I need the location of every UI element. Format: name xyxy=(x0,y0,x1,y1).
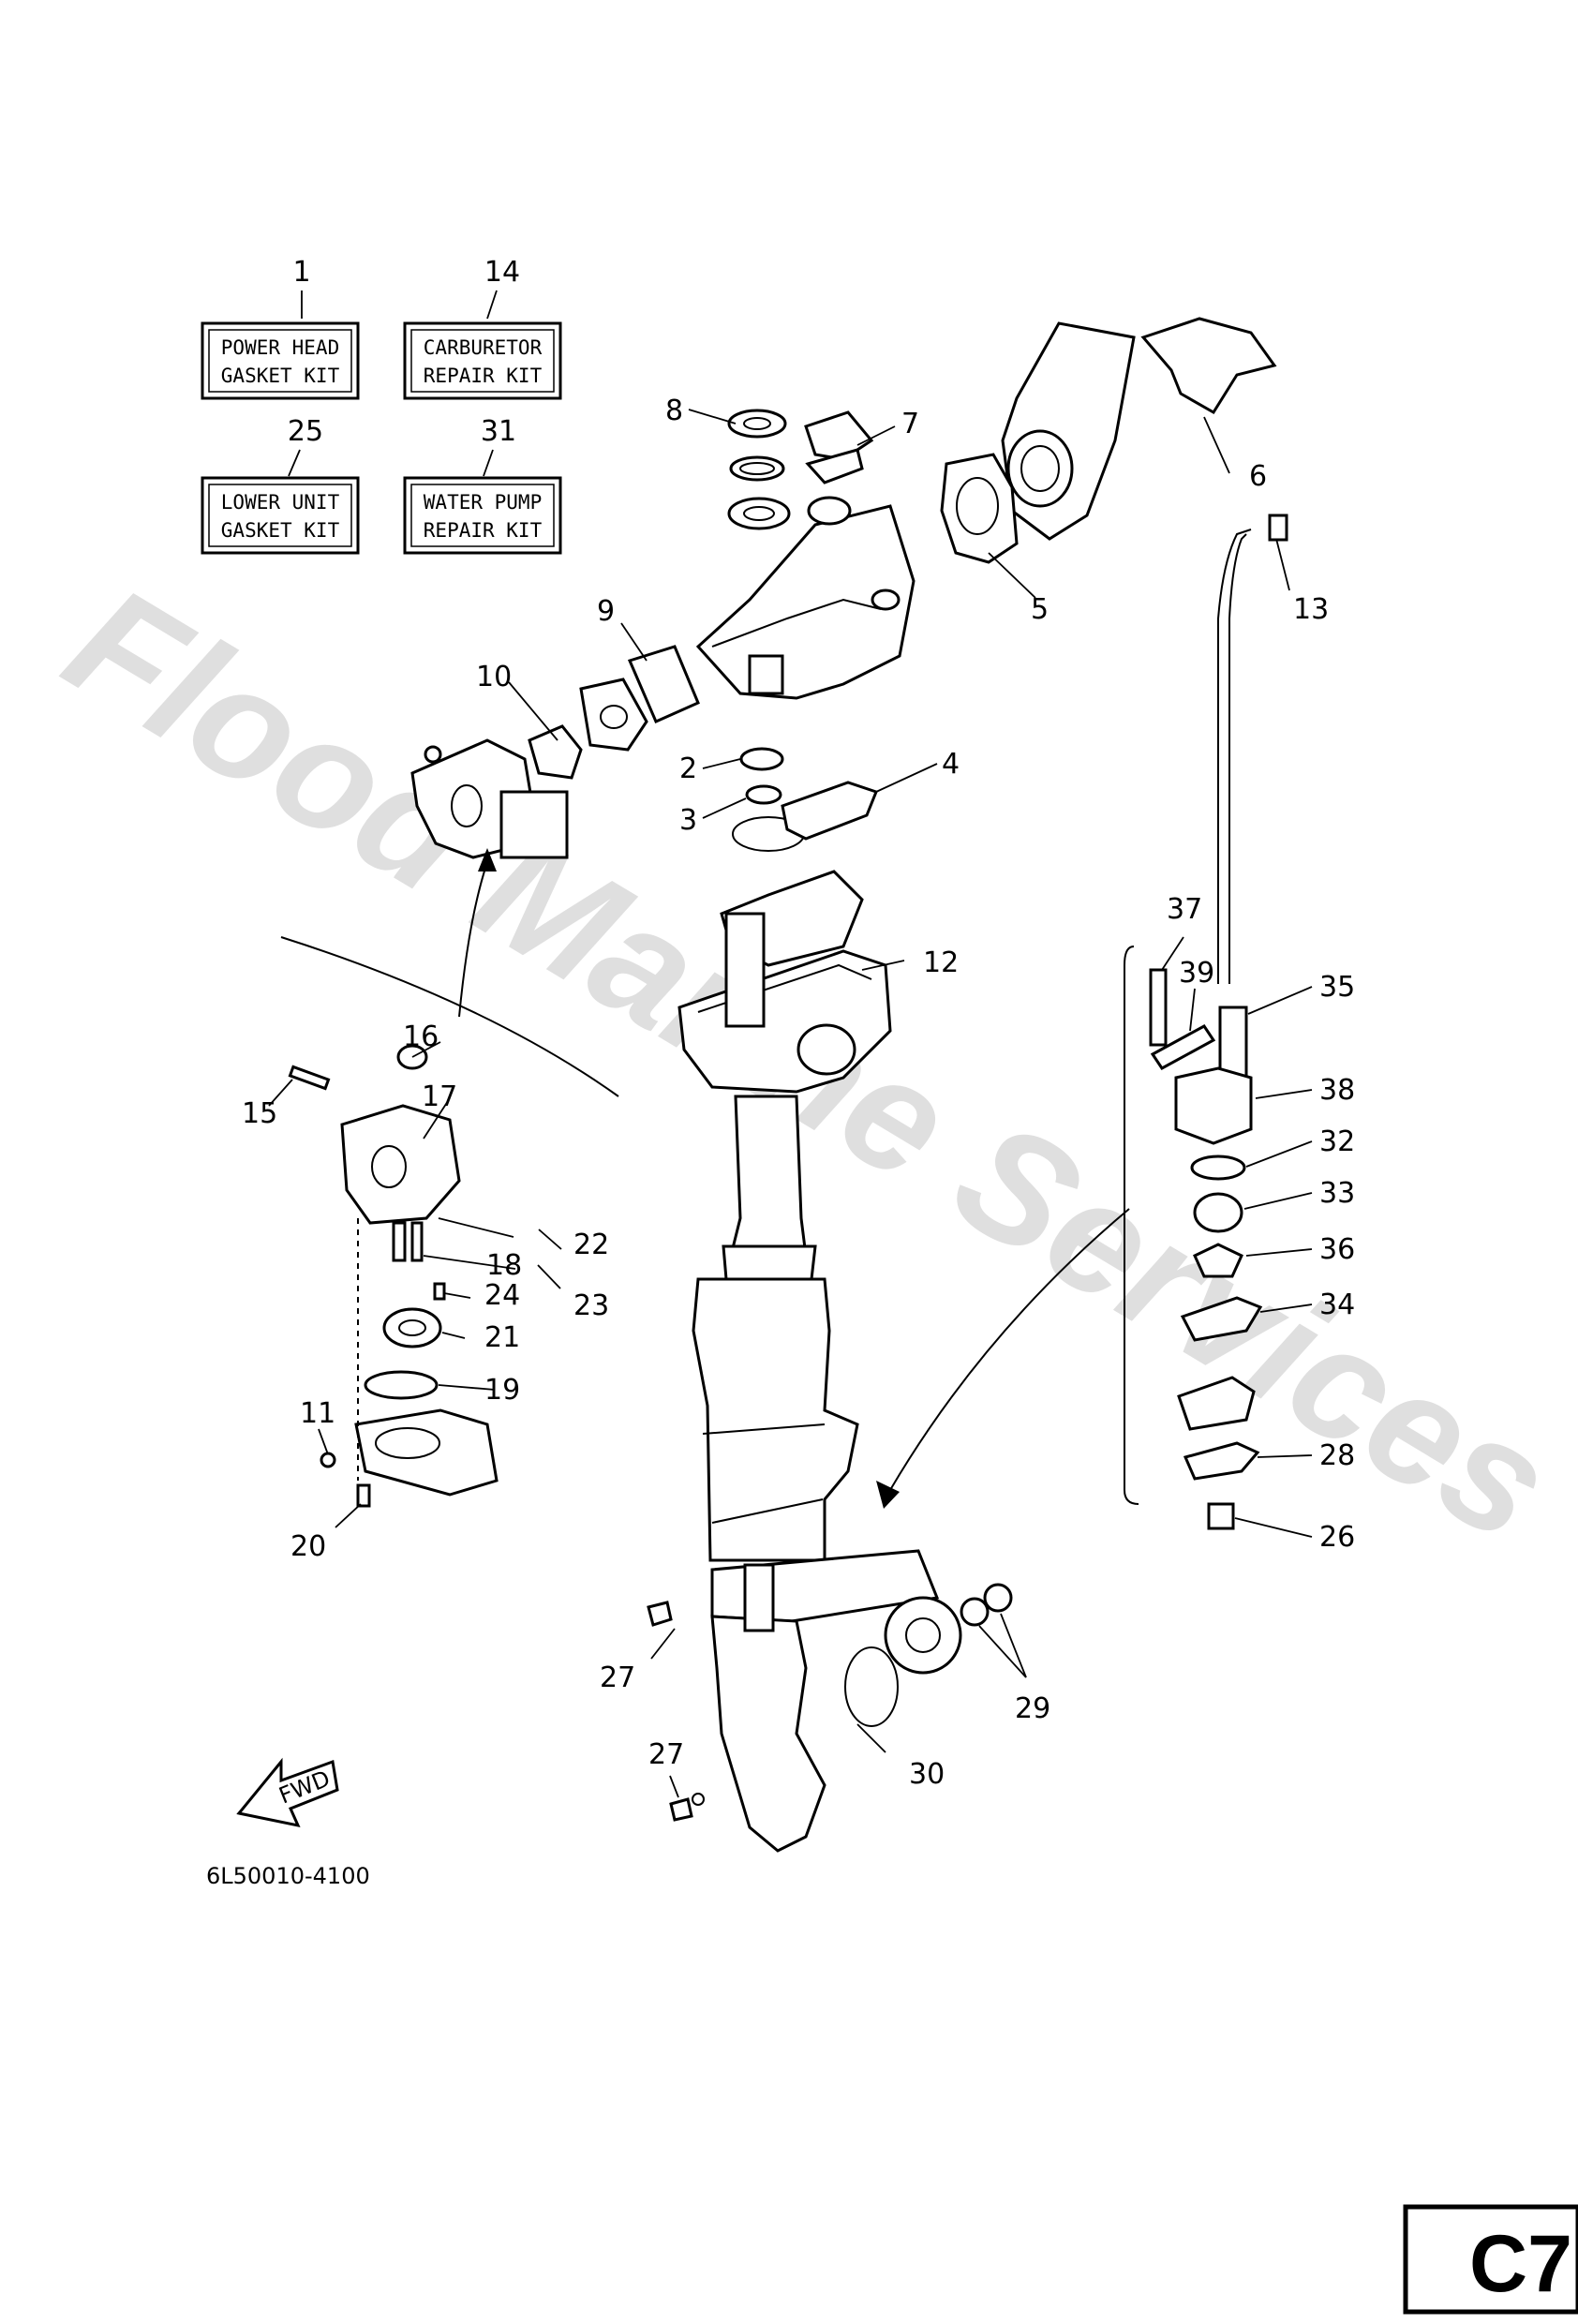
drawing-code: 6L50010-4100 xyxy=(206,1863,370,1889)
callout-37: 37 xyxy=(1167,893,1202,926)
kit-power-head-gasket: 1 POWER HEAD GASKET KIT xyxy=(201,256,360,400)
lower-case xyxy=(710,1549,1013,1853)
callout-36: 36 xyxy=(1319,1233,1355,1266)
callout-11: 11 xyxy=(300,1397,335,1430)
callout-4: 4 xyxy=(942,748,960,781)
water-tube xyxy=(1217,529,1252,984)
callout-27-upper: 27 xyxy=(600,1661,635,1694)
callout-20: 20 xyxy=(290,1530,326,1563)
callout-29: 29 xyxy=(1015,1692,1050,1725)
cartridge xyxy=(1177,1376,1256,1431)
callout-27-lower: 27 xyxy=(648,1738,684,1771)
gasket-4 xyxy=(781,781,878,841)
callout-28: 28 xyxy=(1319,1439,1355,1472)
grommet-13 xyxy=(1268,514,1288,542)
oring-32 xyxy=(1190,1155,1246,1181)
callout-32: 32 xyxy=(1319,1125,1355,1158)
cover-7 xyxy=(804,410,874,461)
impeller-36 xyxy=(1193,1243,1243,1278)
oil-seal-stack xyxy=(727,409,791,530)
page-code: C7 xyxy=(1469,2219,1572,2309)
kit-line2: GASKET KIT xyxy=(221,519,340,542)
kit-carburetor-repair: 14 CARBURETOR REPAIR KIT xyxy=(403,256,562,400)
callout-23: 23 xyxy=(573,1289,609,1322)
callout-10: 10 xyxy=(476,661,512,693)
leader-lines xyxy=(268,409,1313,1798)
tube-35 xyxy=(1218,1006,1248,1080)
callout-17: 17 xyxy=(422,1080,457,1113)
fwd-arrow: FWD xyxy=(236,1757,339,1828)
bolt-27-upper xyxy=(647,1601,673,1627)
callout-15: 15 xyxy=(242,1097,277,1130)
plate-34 xyxy=(1180,1296,1263,1342)
kit-number: 25 xyxy=(288,415,323,448)
callout-5: 5 xyxy=(1031,593,1049,626)
callout-22: 22 xyxy=(573,1229,609,1261)
exhaust-cover xyxy=(1001,321,1136,541)
intake-manifold xyxy=(579,678,648,752)
kit-water-pump-repair: 31 WATER PUMP REPAIR KIT xyxy=(403,415,562,555)
upper-casing xyxy=(677,870,892,1094)
callout-3: 3 xyxy=(679,804,697,837)
kit-line2: GASKET KIT xyxy=(221,365,340,387)
callout-9: 9 xyxy=(597,595,615,628)
kit-number: 14 xyxy=(484,256,520,289)
callout-30: 30 xyxy=(909,1758,945,1791)
kit-line2: REPAIR KIT xyxy=(424,365,543,387)
callout-18: 18 xyxy=(486,1249,522,1282)
bolt-27-lower xyxy=(669,1797,693,1822)
callout-34: 34 xyxy=(1319,1289,1355,1321)
kit-line1: LOWER UNIT xyxy=(221,491,340,514)
callout-19: 19 xyxy=(484,1374,520,1407)
callout-13: 13 xyxy=(1293,593,1329,626)
callout-7: 7 xyxy=(901,408,919,440)
driveshaft-housing xyxy=(692,1095,859,1562)
callout-8: 8 xyxy=(665,395,683,427)
plate-39 xyxy=(1150,1024,1216,1070)
callout-39: 39 xyxy=(1179,957,1214,990)
insert-33 xyxy=(1193,1192,1243,1233)
gasket-28 xyxy=(1183,1441,1260,1481)
kit-line2: REPAIR KIT xyxy=(424,519,543,542)
callout-38: 38 xyxy=(1319,1074,1355,1107)
kit-line1: WATER PUMP xyxy=(424,491,542,514)
page-code-box: C7 xyxy=(1403,2204,1578,2315)
crankcase-block xyxy=(695,496,916,700)
seal-2 xyxy=(739,747,784,771)
pump-housing-38 xyxy=(1174,1066,1253,1145)
kit-line1: POWER HEAD xyxy=(221,336,339,359)
callout-35: 35 xyxy=(1319,971,1355,1004)
gasket-5 xyxy=(940,453,1019,564)
callout-21: 21 xyxy=(484,1321,520,1354)
bolt-37 xyxy=(1149,968,1168,1047)
gasket-9 xyxy=(627,645,700,723)
callout-2: 2 xyxy=(679,752,697,785)
callout-24: 24 xyxy=(484,1279,520,1312)
callout-12: 12 xyxy=(923,946,959,979)
callout-6: 6 xyxy=(1249,460,1267,493)
gasket-6 xyxy=(1140,317,1277,415)
callout-33: 33 xyxy=(1319,1177,1355,1210)
oring-3 xyxy=(745,784,782,805)
carburetor-upper xyxy=(410,738,569,859)
grommet-26 xyxy=(1207,1502,1235,1530)
callout-26: 26 xyxy=(1319,1521,1355,1554)
kit-line1: CARBURETOR xyxy=(424,336,543,359)
kit-number: 31 xyxy=(481,415,516,448)
callout-labels: 8 7 6 5 13 9 10 2 3 4 12 16 17 15 22 23 … xyxy=(242,395,1355,1791)
carburetor-exploded xyxy=(288,1044,499,1508)
kit-lower-unit-gasket: 25 LOWER UNIT GASKET KIT xyxy=(201,415,360,555)
callout-16: 16 xyxy=(403,1020,439,1053)
kit-number: 1 xyxy=(292,256,310,289)
